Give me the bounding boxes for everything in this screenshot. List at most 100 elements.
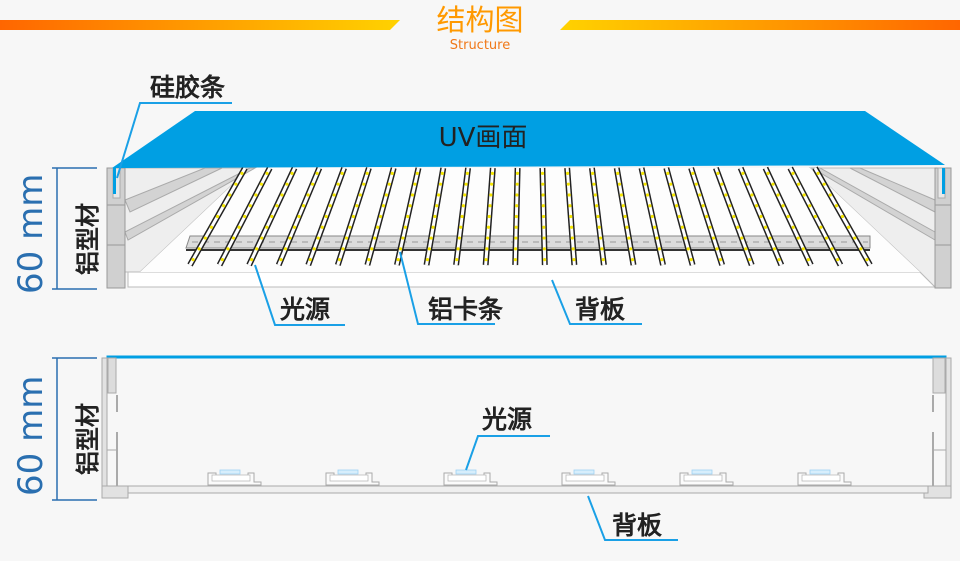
led-dot [370,247,374,251]
led-dot [592,182,596,186]
led-dot [461,204,465,208]
light-source-label: 光源 [279,295,330,324]
led-dot [514,236,518,240]
led-strip [688,167,726,266]
led-dot [433,214,437,219]
led-dot [234,182,238,186]
led-dot [657,247,662,251]
led-dot [683,236,687,240]
led-dot [677,214,682,219]
led-dot [290,171,294,175]
led-dot [802,193,806,197]
aluminum-clip-label: 铝卡条 [428,295,504,324]
led-dot [645,193,650,197]
led-strip [762,166,814,267]
led-strip [453,167,472,266]
led-dot [543,258,547,262]
led-strip [482,167,496,266]
led-dot [465,171,469,175]
bottom-diagram: 60 mm 铝型材 光源 背板 [11,355,952,541]
led-dot [569,225,574,229]
led-dot [248,204,252,208]
led-dot [736,225,740,229]
top-led-strips [187,166,873,267]
led-dot [705,214,709,219]
led-dot [240,171,244,175]
bottom-right-profile [923,357,952,499]
led-strip [812,166,873,267]
led-dot [694,182,698,186]
led-strip [246,166,298,267]
led-dot [541,193,545,197]
led-dot [796,236,800,240]
led-dot [365,171,369,175]
bottom-backboard [127,485,929,494]
led-dot [429,236,433,240]
led-dot [387,182,391,186]
led-dot [813,214,817,219]
led-dot [600,247,604,251]
header-bar-right [560,20,960,30]
led-dot [541,204,545,208]
led-dot [822,182,826,186]
led-dot [772,247,777,251]
led-strip [588,167,607,266]
led-dot [265,171,269,175]
led-dot [745,182,750,186]
led-dot [490,182,494,186]
led-module [561,469,616,486]
top-dimension: 60 mm 铝型材 [11,167,102,294]
led-module [207,469,262,486]
led-dot [616,171,620,175]
led-dot [744,247,748,251]
led-module [325,469,380,486]
led-dot [270,214,274,219]
led-strip [787,166,844,267]
led-dot [781,204,785,208]
led-dot [486,225,491,229]
backboard-pointer [551,279,642,325]
led-dot [348,225,352,229]
led-dot [226,247,230,251]
led-dot [750,193,754,197]
led-dot [378,214,383,219]
led-dot [255,247,259,251]
led-dot [209,225,213,229]
led-dot [514,225,518,229]
led-dot [398,247,403,251]
led-dot [340,171,344,175]
led-dot [650,214,654,219]
led-dot [542,225,546,229]
led-strip [423,167,447,266]
led-dot [759,214,763,219]
led-strip [663,167,696,266]
bottom-profile-label: 铝型材 [74,403,102,475]
led-dot [197,247,201,251]
led-dot [514,214,519,219]
top-dimension-label: 60 mm [11,174,51,294]
led-dot [619,193,623,197]
led-dot [367,258,371,262]
top-left-profile [106,167,126,289]
led-dot [283,247,288,251]
led-dot [669,182,673,186]
led-dot [410,193,415,197]
led-dot [485,247,489,251]
led-dot [834,204,838,208]
bottom-left-profile [101,357,129,499]
led-dot [571,247,575,251]
led-dot [401,236,405,240]
led-dot [698,193,702,197]
led-dot [601,258,605,262]
led-dot [593,193,597,197]
led-dot [487,214,491,219]
led-dot [243,214,247,219]
led-dot [396,258,400,262]
led-strip [737,166,785,267]
led-dot [666,171,670,175]
top-right-profile [934,167,952,289]
led-dot [488,204,492,208]
led-dot [431,225,435,229]
led-dot [686,247,690,251]
led-strip [334,167,372,266]
